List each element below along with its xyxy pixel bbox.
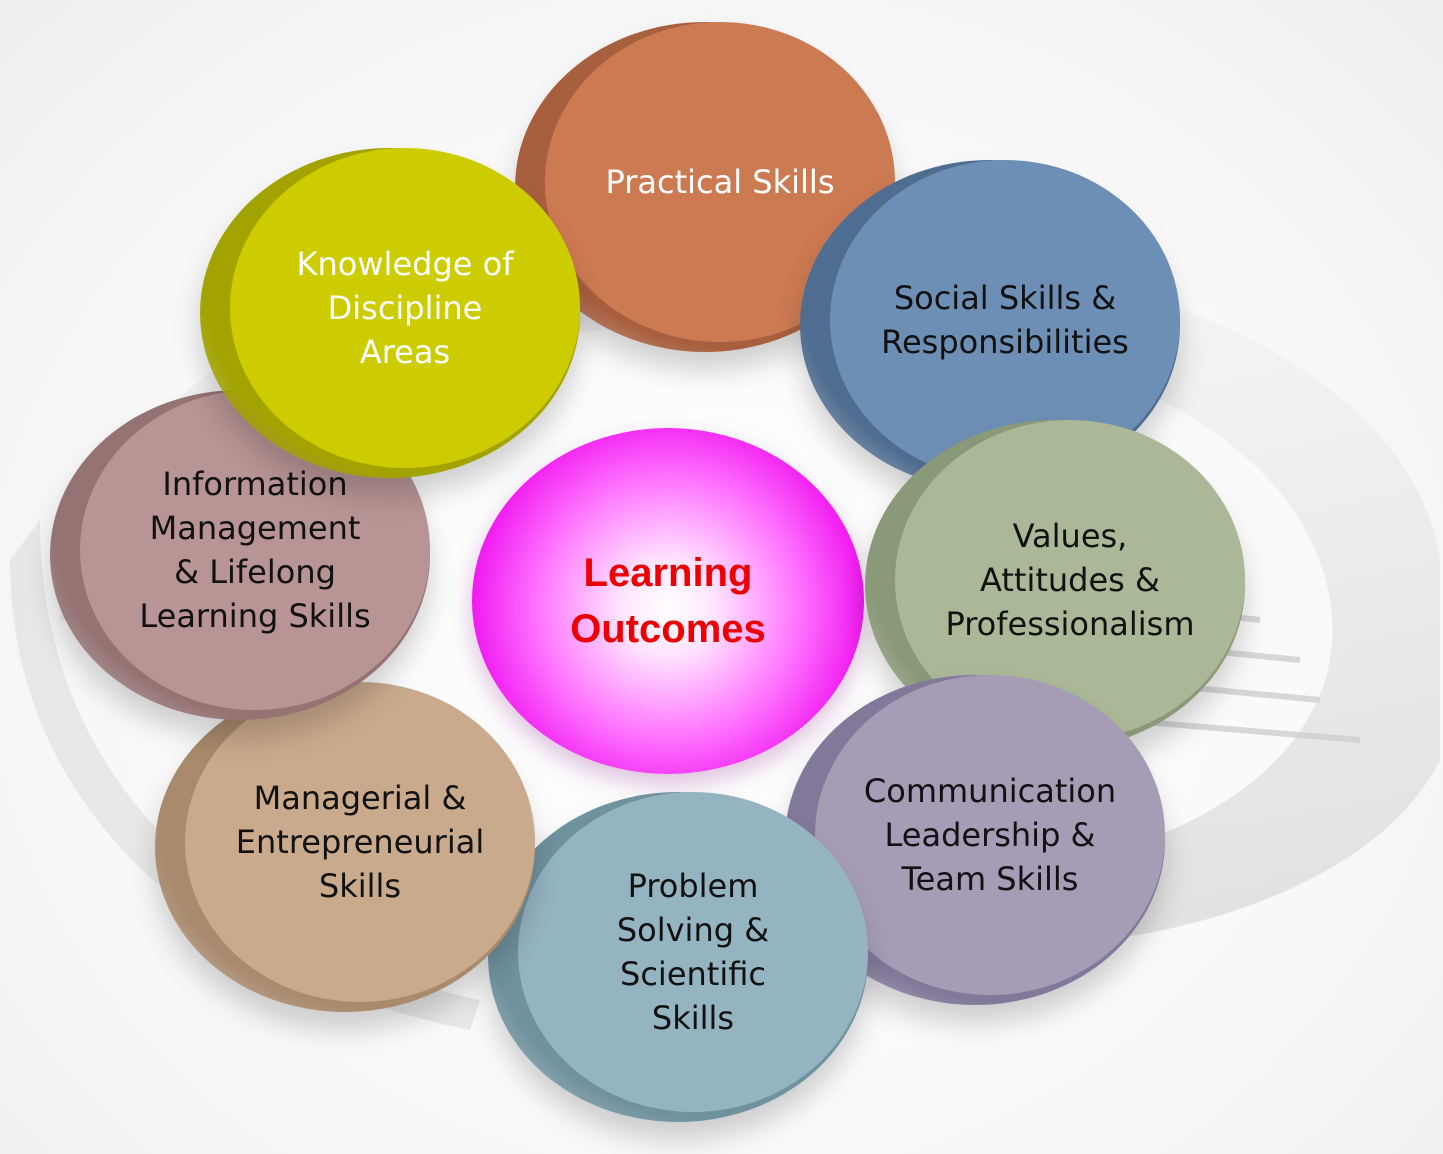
center-label: Learning Outcomes xyxy=(570,551,766,651)
disk-problem-solving: Problem Solving & Scientific Skills xyxy=(488,792,868,1122)
disk-label: Information Management & Lifelong Learni… xyxy=(139,465,371,635)
disk-label: Managerial & Entrepreneurial Skills xyxy=(235,779,485,905)
disk-label: Problem Solving & Scientific Skills xyxy=(616,867,770,1037)
disk-label: Social Skills & Responsibilities xyxy=(881,279,1129,361)
disk-communication: Communication Leadership & Team Skills xyxy=(785,675,1165,1005)
disk-label: Practical Skills xyxy=(605,163,835,201)
disk-label: Communication Leadership & Team Skills xyxy=(863,772,1117,898)
disk-face xyxy=(230,148,580,468)
learning-outcomes-center xyxy=(472,428,864,774)
disk-face xyxy=(518,792,868,1112)
disk-face xyxy=(185,682,535,1002)
disk-knowledge: Knowledge of Discipline Areas xyxy=(200,148,580,478)
disk-face xyxy=(815,675,1165,995)
disk-label: Knowledge of Discipline Areas xyxy=(296,245,514,371)
disk-managerial: Managerial & Entrepreneurial Skills xyxy=(155,682,535,1012)
disk-label: Values, Attitudes & Professionalism xyxy=(945,517,1195,643)
